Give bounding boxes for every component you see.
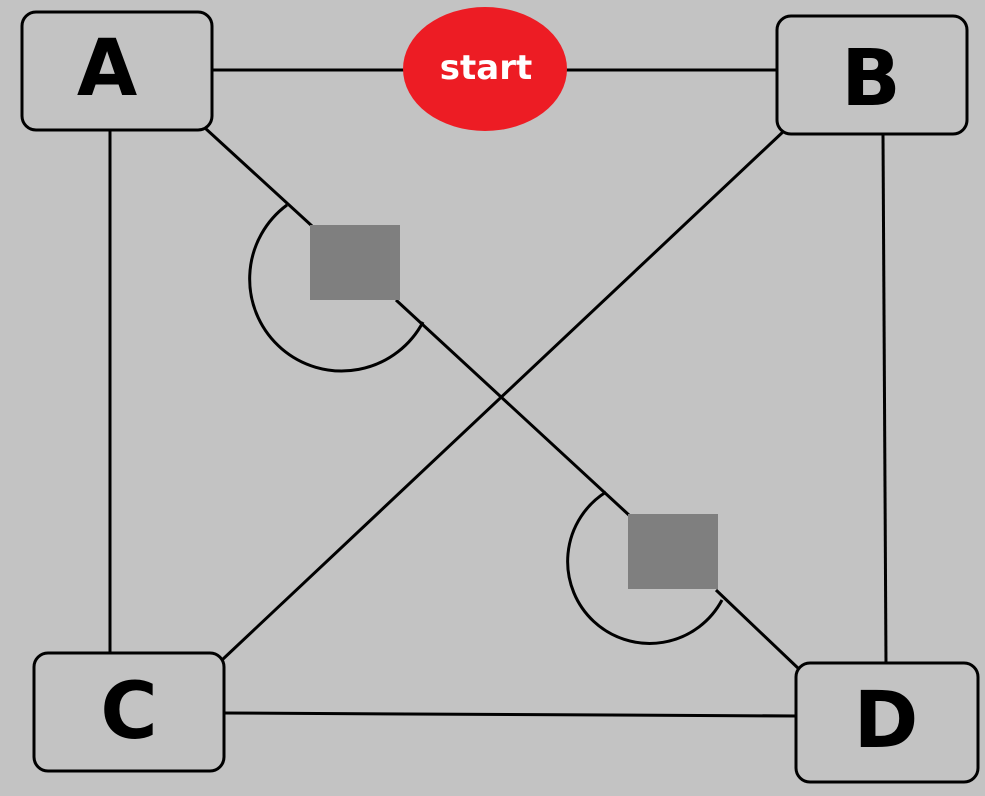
node-b-box bbox=[775, 14, 969, 136]
blocker-square-1 bbox=[310, 225, 400, 300]
edge-blocker-2-d bbox=[714, 588, 802, 672]
node-d: D bbox=[794, 661, 980, 784]
node-d-box bbox=[794, 661, 980, 784]
edge-b-d bbox=[881, 134, 888, 666]
node-c: C bbox=[32, 651, 226, 773]
edge-c-d bbox=[221, 711, 799, 718]
edge-b-c bbox=[220, 128, 787, 662]
node-a-box bbox=[20, 10, 214, 132]
edge-a-blocker-1 bbox=[203, 126, 314, 228]
node-b: B bbox=[775, 14, 969, 136]
blocker-2-arc bbox=[566, 490, 724, 645]
blocker-1-arc bbox=[248, 203, 425, 373]
node-a-label: A bbox=[77, 24, 137, 114]
start-label: start bbox=[440, 48, 532, 88]
start-node bbox=[403, 7, 567, 131]
node-d-label: D bbox=[854, 676, 919, 766]
node-c-box bbox=[32, 651, 226, 773]
node-b-label: B bbox=[841, 34, 900, 124]
blocker-square-2 bbox=[628, 514, 718, 589]
node-c-label: C bbox=[100, 667, 157, 757]
node-a: A bbox=[20, 10, 214, 132]
edge-blocker-1-blocker-2 bbox=[394, 298, 632, 518]
